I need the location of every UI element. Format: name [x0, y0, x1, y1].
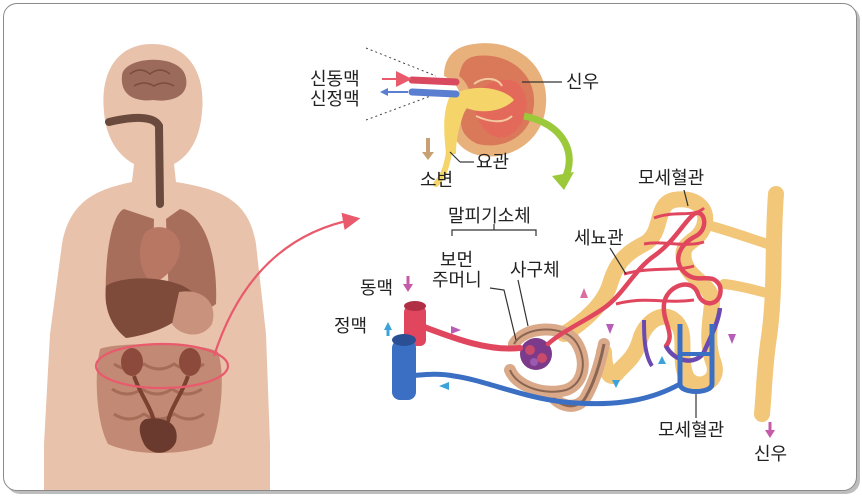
left-kidney-icon: [121, 348, 143, 376]
renal-artery-label: 신동맥: [310, 69, 360, 90]
diagram-frame: 신동맥 신정맥 신우 요관 소변: [3, 3, 857, 491]
bowman-label-2: 주머니: [432, 270, 482, 291]
ureter-label: 요관: [476, 152, 509, 173]
kidney-section: [366, 43, 574, 190]
malpighian-body-label: 말피기소체: [448, 206, 531, 227]
right-kidney-icon: [179, 348, 201, 376]
artery-label: 동맥: [360, 278, 393, 299]
brain-icon: [122, 60, 187, 101]
vein-vessel: [392, 340, 416, 400]
renal-pelvis-label-bottom: 신우: [754, 444, 787, 465]
human-body: [44, 44, 270, 490]
capillary-bottom-label: 모세혈관: [658, 420, 724, 441]
vein-label: 정맥: [334, 316, 367, 337]
kidney-diagram: 신동맥 신정맥 신우 요관 소변: [4, 4, 856, 490]
renal-vein-label: 신정맥: [310, 89, 360, 110]
glomerulus-label: 사구체: [510, 260, 560, 281]
renal-pelvis-label-top: 신우: [566, 72, 599, 93]
urine-label: 소변: [420, 170, 453, 191]
capillary-top-label: 모세혈관: [638, 168, 704, 189]
renal-tubule-label: 세뇨관: [574, 228, 624, 249]
bowman-label-1: 보먼: [440, 250, 473, 271]
